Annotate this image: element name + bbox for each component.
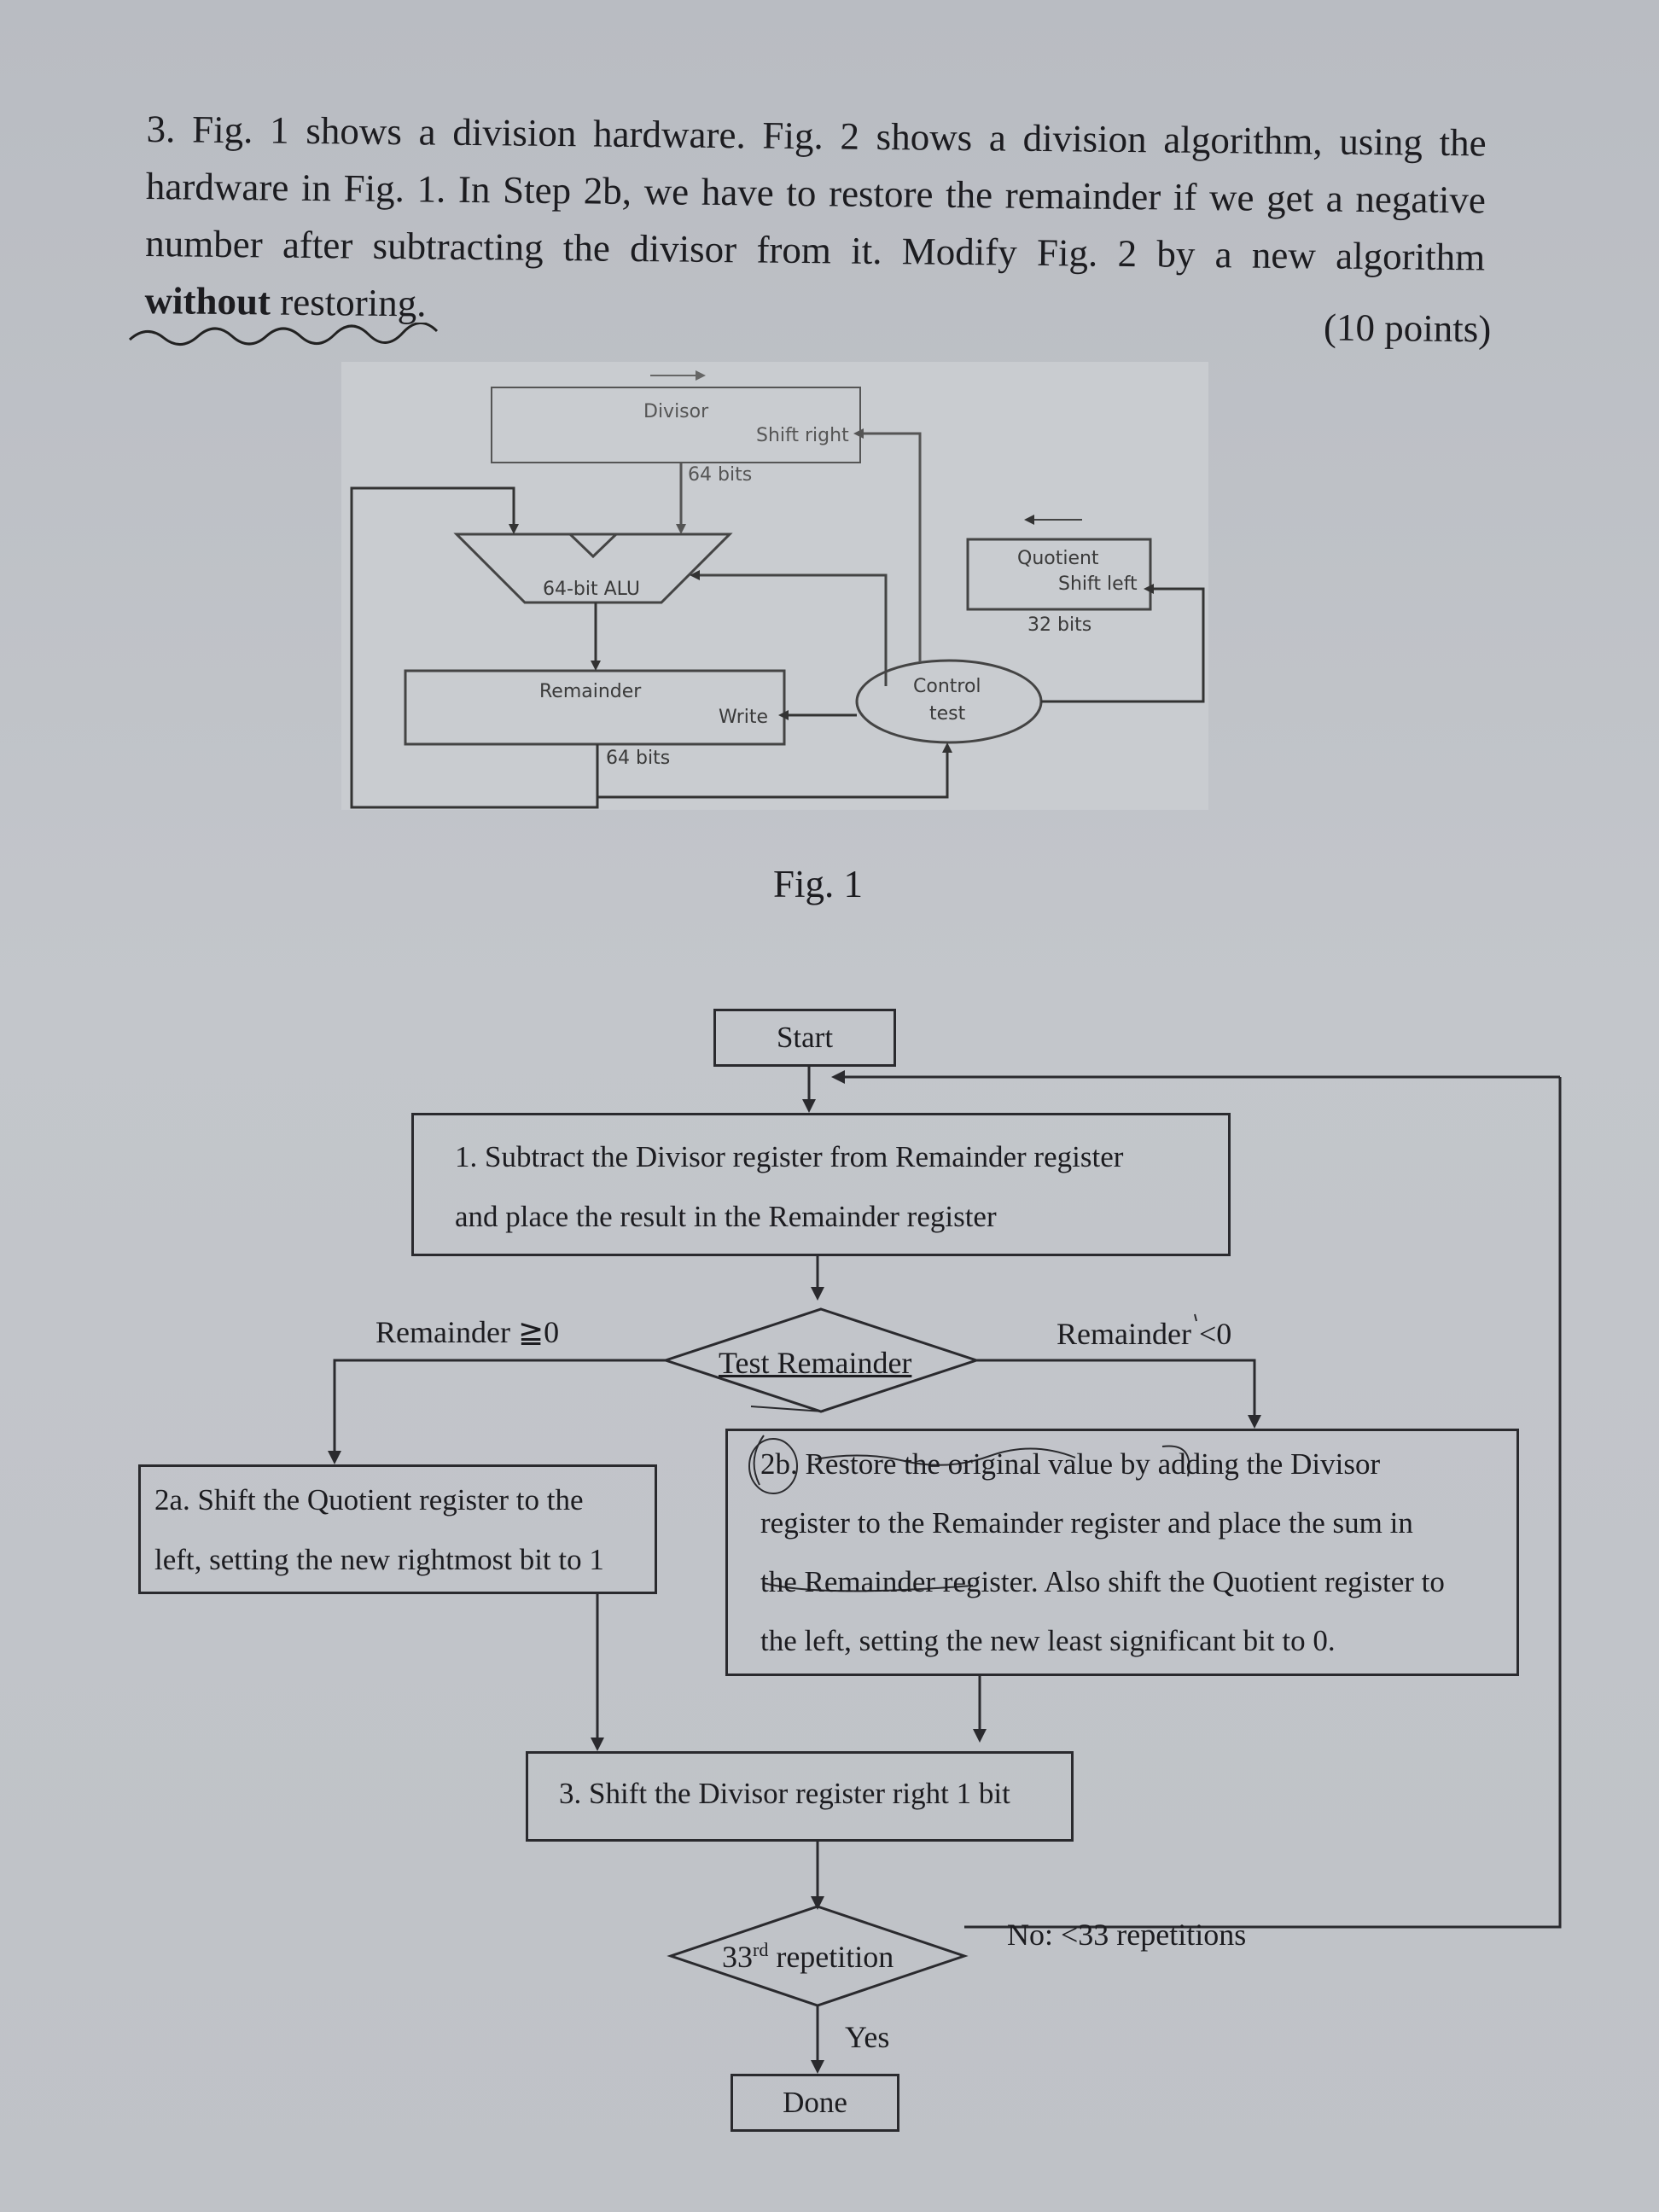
start-label: Start: [776, 1021, 834, 1054]
start-terminal: Start: [713, 1009, 896, 1067]
repetition-suffix: rd: [753, 1939, 769, 1960]
shift-left-label: Shift left: [1058, 573, 1138, 595]
step2b-box: 2b. Restore the original value by adding…: [725, 1429, 1519, 1676]
step2b-line-2: register to the Remainder register and p…: [760, 1506, 1413, 1540]
quotient-label: Quotient: [1017, 548, 1099, 569]
step2a-box: 2a. Shift the Quotient register to the l…: [138, 1464, 657, 1594]
step1-line-2: and place the result in the Remainder re…: [455, 1200, 997, 1233]
remainder-ge-zero-label: Remainder ≧0: [375, 1315, 560, 1349]
divisor-label: Divisor: [643, 401, 709, 422]
fig1-division-hardware: Divisor Shift right 64 bits 64-bit ALU Q…: [341, 362, 1208, 810]
test-remainder-label: Test Remainder: [719, 1346, 912, 1380]
repetition-word: repetition: [776, 1940, 894, 1974]
fig1-caption: Fig. 1: [773, 863, 864, 905]
step2b-line-4: the left, setting the new least signific…: [760, 1624, 1336, 1657]
done-label: Done: [783, 2086, 847, 2119]
remainder-bits-label: 64 bits: [606, 748, 671, 769]
remainder-label: Remainder: [539, 681, 642, 702]
step1-box: 1. Subtract the Divisor register from Re…: [411, 1113, 1231, 1256]
step2b-line-3: the Remainder register. Also shift the Q…: [760, 1565, 1445, 1598]
write-label: Write: [719, 707, 769, 728]
step1-line-1: 1. Subtract the Divisor register from Re…: [455, 1140, 1124, 1173]
remainder-lt-zero-label: Remainder <0: [1057, 1317, 1232, 1351]
fig1-lines: [350, 370, 1205, 809]
step3-box: 3. Shift the Divisor register right 1 bi…: [526, 1751, 1074, 1842]
step2a-line-1: 2a. Shift the Quotient register to the: [154, 1483, 584, 1516]
test-label: test: [929, 703, 966, 725]
no-repetitions-label: No: <33 repetitions: [1007, 1918, 1247, 1952]
shift-right-label: Shift right: [756, 425, 849, 446]
handwritten-wavy-underline: [128, 323, 439, 346]
alu-label: 64-bit ALU: [543, 579, 640, 600]
quotient-bits-label: 32 bits: [1027, 614, 1092, 636]
control-label: Control: [913, 676, 981, 697]
repetition-number: 33: [722, 1940, 753, 1974]
yes-label: Yes: [845, 2020, 890, 2054]
divisor-bits-label: 64 bits: [688, 464, 753, 486]
done-terminal: Done: [731, 2074, 899, 2132]
step3-label: 3. Shift the Divisor register right 1 bi…: [559, 1777, 1010, 1810]
step2a-line-2: left, setting the new rightmost bit to 1: [154, 1543, 604, 1576]
repetition-decision-label: 33rd repetition: [722, 1939, 894, 1975]
step2b-line-1: 2b. Restore the original value by adding…: [760, 1447, 1381, 1481]
